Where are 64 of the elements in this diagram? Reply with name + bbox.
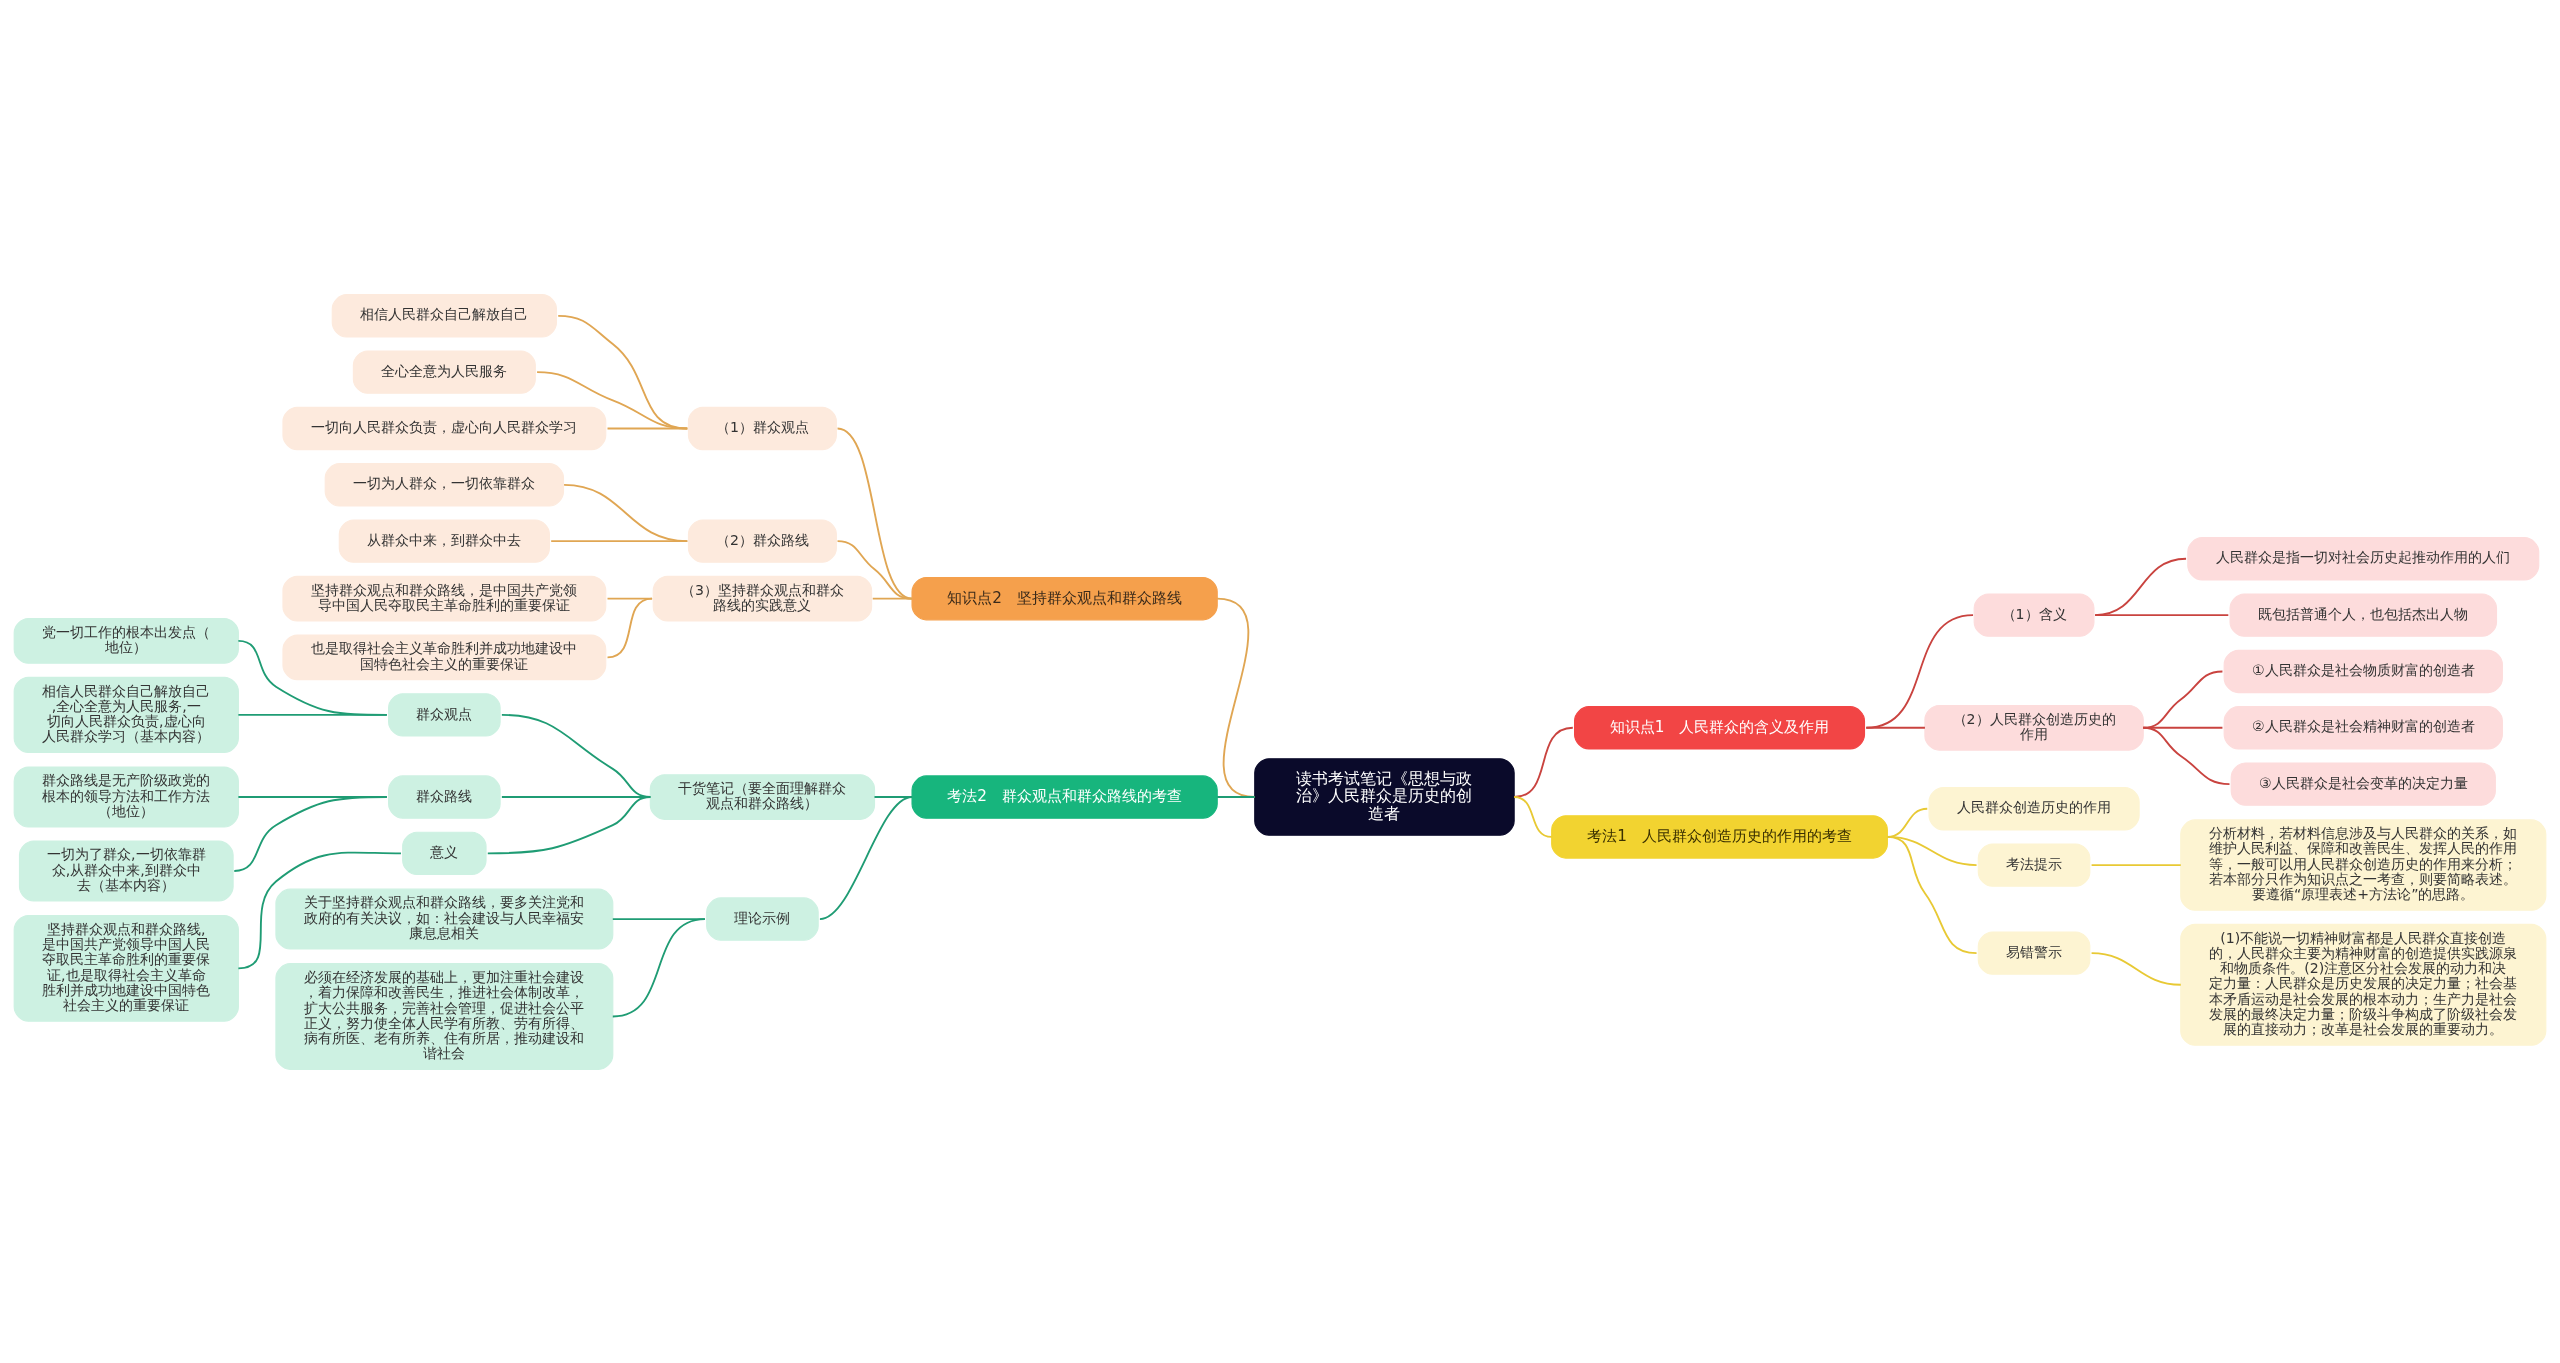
node-box: 理论示例: [706, 896, 819, 941]
connector: [237, 851, 402, 969]
connector: [836, 427, 913, 600]
node-box: 分析材料，若材料信息涉及与人民群众的关系，如维护人民利益、保障和改善民生、发挥人民的作用等，一般可以用人民群众创造历史的作用来分析；若本部分只作为知识点之一考查，则要简略表述。要遵循“原理表述+方法论”的思路。: [2180, 818, 2547, 911]
node-box: 易错警示: [1977, 930, 2091, 975]
node-box: 既包括普通个人，也包括杰出人物: [2229, 592, 2498, 637]
connector: [1216, 597, 1256, 798]
node-box: 考法提示: [1977, 842, 2091, 887]
node-box: 群众路线是无产阶级政党的根本的领导方法和工作方法（地位）: [13, 766, 239, 828]
connector: [486, 795, 652, 854]
node-box: （3）坚持群众观点和群众路线的实践意义: [652, 575, 873, 622]
connector: [2090, 863, 2182, 866]
connector: [1216, 795, 1256, 798]
node-box: 必须在经济发展的基础上，更加注重社会建设，着力保障和改善民生，推进社会体制改革，扩大公共服务，完善社会管理，促进社会公平正义，努力使全体人民学有所教、劳有所得、病有所医、老有所养、住有所居，推动建设和谐社会: [275, 962, 614, 1070]
node-box: 相信人民群众自己解放自己,全心全意为人民服务,一切向人民群众负责,虚心向人民群众学习（基本内容）: [13, 676, 239, 753]
connector: [1865, 726, 1926, 729]
connector: [237, 639, 388, 716]
node-box: 知识点1 人民群众的含义及作用: [1574, 705, 1866, 749]
connector: [1886, 835, 1978, 954]
connector: [536, 370, 689, 429]
node-box: 群众观点: [388, 692, 501, 737]
node-box: ②人民群众是社会精神财富的创造者: [2223, 705, 2503, 749]
connector: [2142, 726, 2231, 785]
node-box: 一切向人民群众负责，虚心向人民群众学习: [282, 406, 607, 450]
node-box: 人民群众创造历史的作用: [1928, 786, 2140, 830]
node-box: ③人民群众是社会变革的决定力量: [2230, 761, 2496, 806]
node-box: 坚持群众观点和群众路线，是中国共产党领导中国人民夺取民主革命胜利的重要保证: [282, 575, 607, 622]
node-box: 人民群众是指一切对社会历史起推动作用的人们: [2187, 536, 2540, 580]
connector: [2090, 951, 2182, 986]
connector: [550, 539, 689, 542]
node-box: （2）人民群众创造历史的作用: [1924, 704, 2144, 751]
node-box: ①人民群众是社会物质财富的创造者: [2223, 649, 2503, 693]
node-box: 考法2 群众观点和群众路线的考查: [911, 774, 1218, 819]
connector: [2094, 613, 2230, 616]
connector: [233, 795, 388, 872]
node-box: 全心全意为人民服务: [352, 349, 536, 394]
node-box: 也是取得社会主义革命胜利并成功地建设中国特色社会主义的重要保证: [282, 633, 607, 680]
node-box: （2）群众路线: [687, 518, 837, 563]
node-box: 一切为了群众,一切依靠群众,从群众中来,到群众中去（基本内容）: [18, 839, 234, 901]
node-box: 相信人民群众自己解放自己: [331, 293, 558, 338]
node-box: 党一切工作的根本出发点（地位）: [13, 617, 239, 664]
node-box: 读书考试笔记《思想与政治》人民群众是历史的创造者: [1254, 757, 1515, 836]
node-box: 群众路线: [388, 774, 501, 819]
node-box: 关于坚持群众观点和群众路线，要多关注党和政府的有关决议，如：社会建设与人民幸福安康息息相关: [275, 888, 614, 950]
node-box: （1）群众观点: [687, 406, 837, 450]
connector: [819, 795, 913, 920]
connector: [611, 917, 706, 1017]
node-box: 坚持群众观点和群众路线,是中国共产党领导中国人民夺取民主革命胜利的重要保证,也是取得社会主义革命胜利并成功地建设中国特色社会主义的重要保证: [13, 914, 239, 1022]
node-box: 考法1 人民群众创造历史的作用的考查: [1551, 814, 1888, 859]
node-box: 一切为人群众，一切依靠群众: [324, 462, 565, 507]
node-box: 干货笔记（要全面理解群众观点和群众路线）: [649, 773, 876, 820]
node-box: 从群众中来，到群众中去: [338, 518, 550, 563]
connector: [1865, 613, 1974, 729]
connector: [606, 597, 654, 658]
connector: [237, 713, 388, 716]
node-box: 知识点2 坚持群众观点和群众路线: [911, 576, 1218, 620]
node-box: (1)不能说一切精神财富都是人民群众直接创造的，人民群众主要为精神财富的创造提供实践源泉和物质条件。(2)注意区分社会发展的动力和决定力量：人民群众是历史发展的决定力量；社会基本矛盾运动是社会发展的根本动力；生产力是社会发展的最终决定力量；阶级斗争构成了阶级社会发展的直接动力；改革是社会发展的重要动力。: [2180, 923, 2547, 1046]
connector: [606, 427, 689, 429]
connector: [836, 539, 913, 600]
connector: [871, 597, 913, 600]
node-box: （1）含义: [1973, 592, 2095, 637]
connector: [1513, 795, 1553, 838]
node-box: 意义: [402, 831, 487, 875]
connector: [557, 314, 689, 429]
